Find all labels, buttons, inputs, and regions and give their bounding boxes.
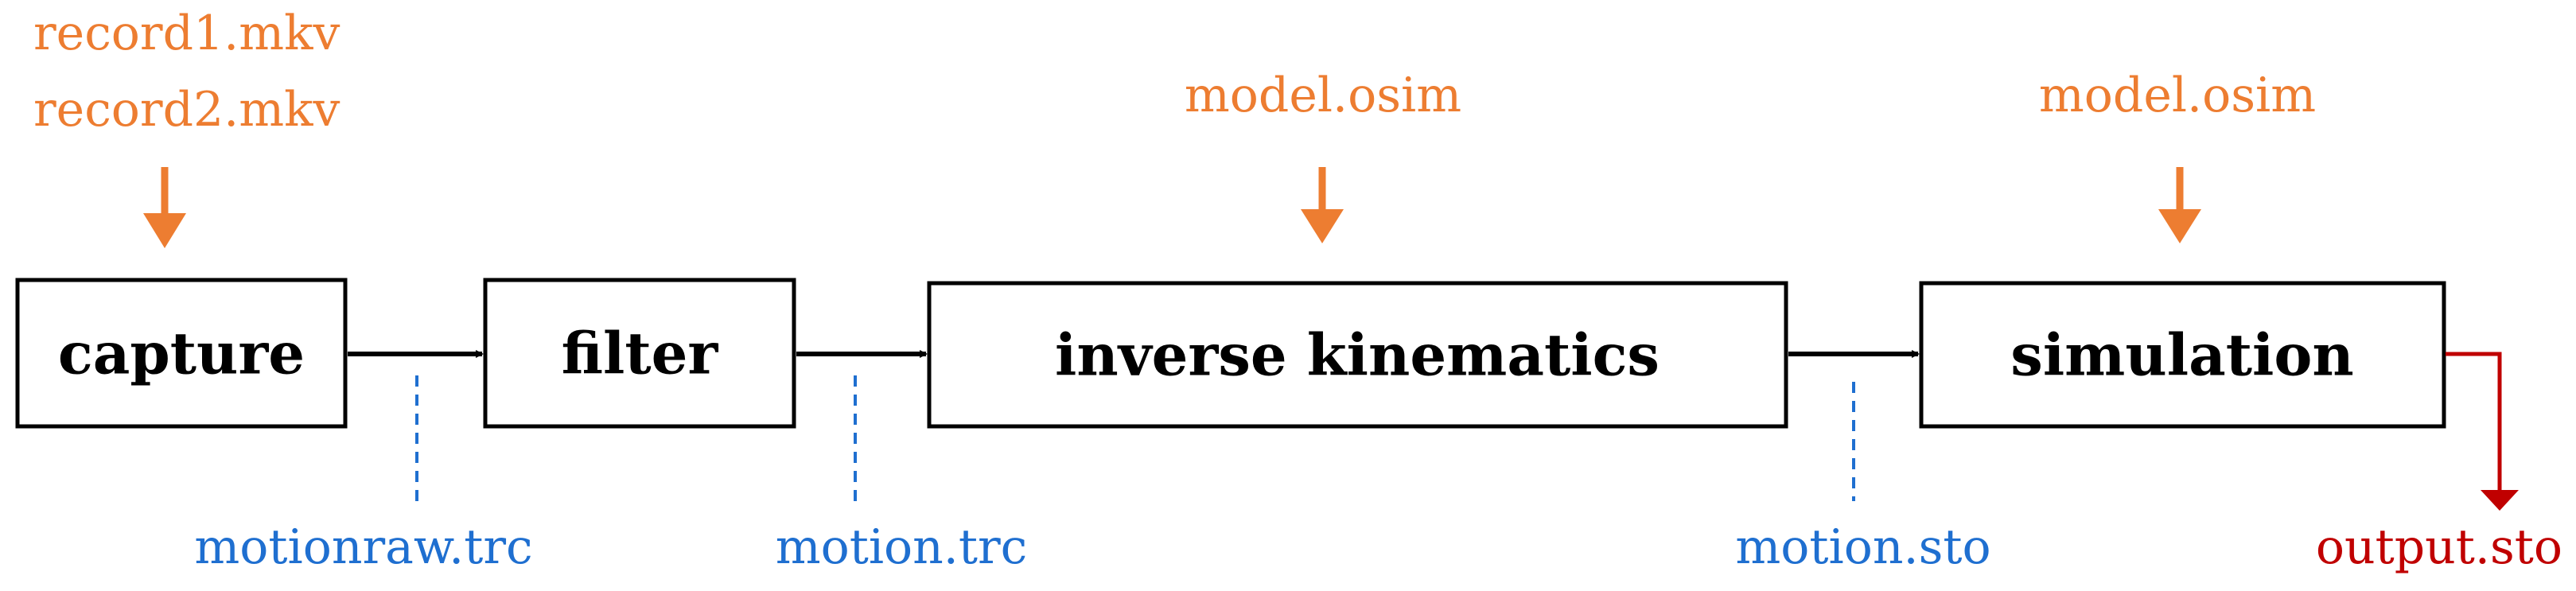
capture-box bbox=[15, 278, 348, 429]
record2-file-label: record2.mkv bbox=[33, 82, 340, 138]
output-sto-file-label: output.sto bbox=[2316, 519, 2562, 575]
model-osim-ik-file-label: model.osim bbox=[1185, 68, 1461, 123]
simulation-box bbox=[1919, 281, 2446, 429]
capture-label: capture bbox=[58, 320, 305, 387]
input-arrow-capture bbox=[143, 167, 186, 248]
filter-label: filter bbox=[562, 320, 719, 387]
output-arrow-simulation bbox=[2446, 352, 2519, 511]
input-arrow-simulation bbox=[2158, 167, 2201, 243]
motion-trc-file-label: motion.trc bbox=[776, 519, 1028, 575]
inverse-kinematics-label: inverse kinematics bbox=[1055, 321, 1660, 389]
filter-box bbox=[483, 278, 796, 429]
motionraw-file-label: motionraw.trc bbox=[194, 519, 532, 575]
record1-file-label: record1.mkv bbox=[33, 6, 340, 61]
motion-sto-file-label: motion.sto bbox=[1735, 519, 1990, 575]
inverse-kinematics-box bbox=[927, 281, 1788, 429]
model-osim-simulation-file-label: model.osim bbox=[2039, 68, 2316, 123]
input-arrow-inverse-kinematics bbox=[1301, 167, 1344, 243]
simulation-label: simulation bbox=[2010, 321, 2353, 389]
